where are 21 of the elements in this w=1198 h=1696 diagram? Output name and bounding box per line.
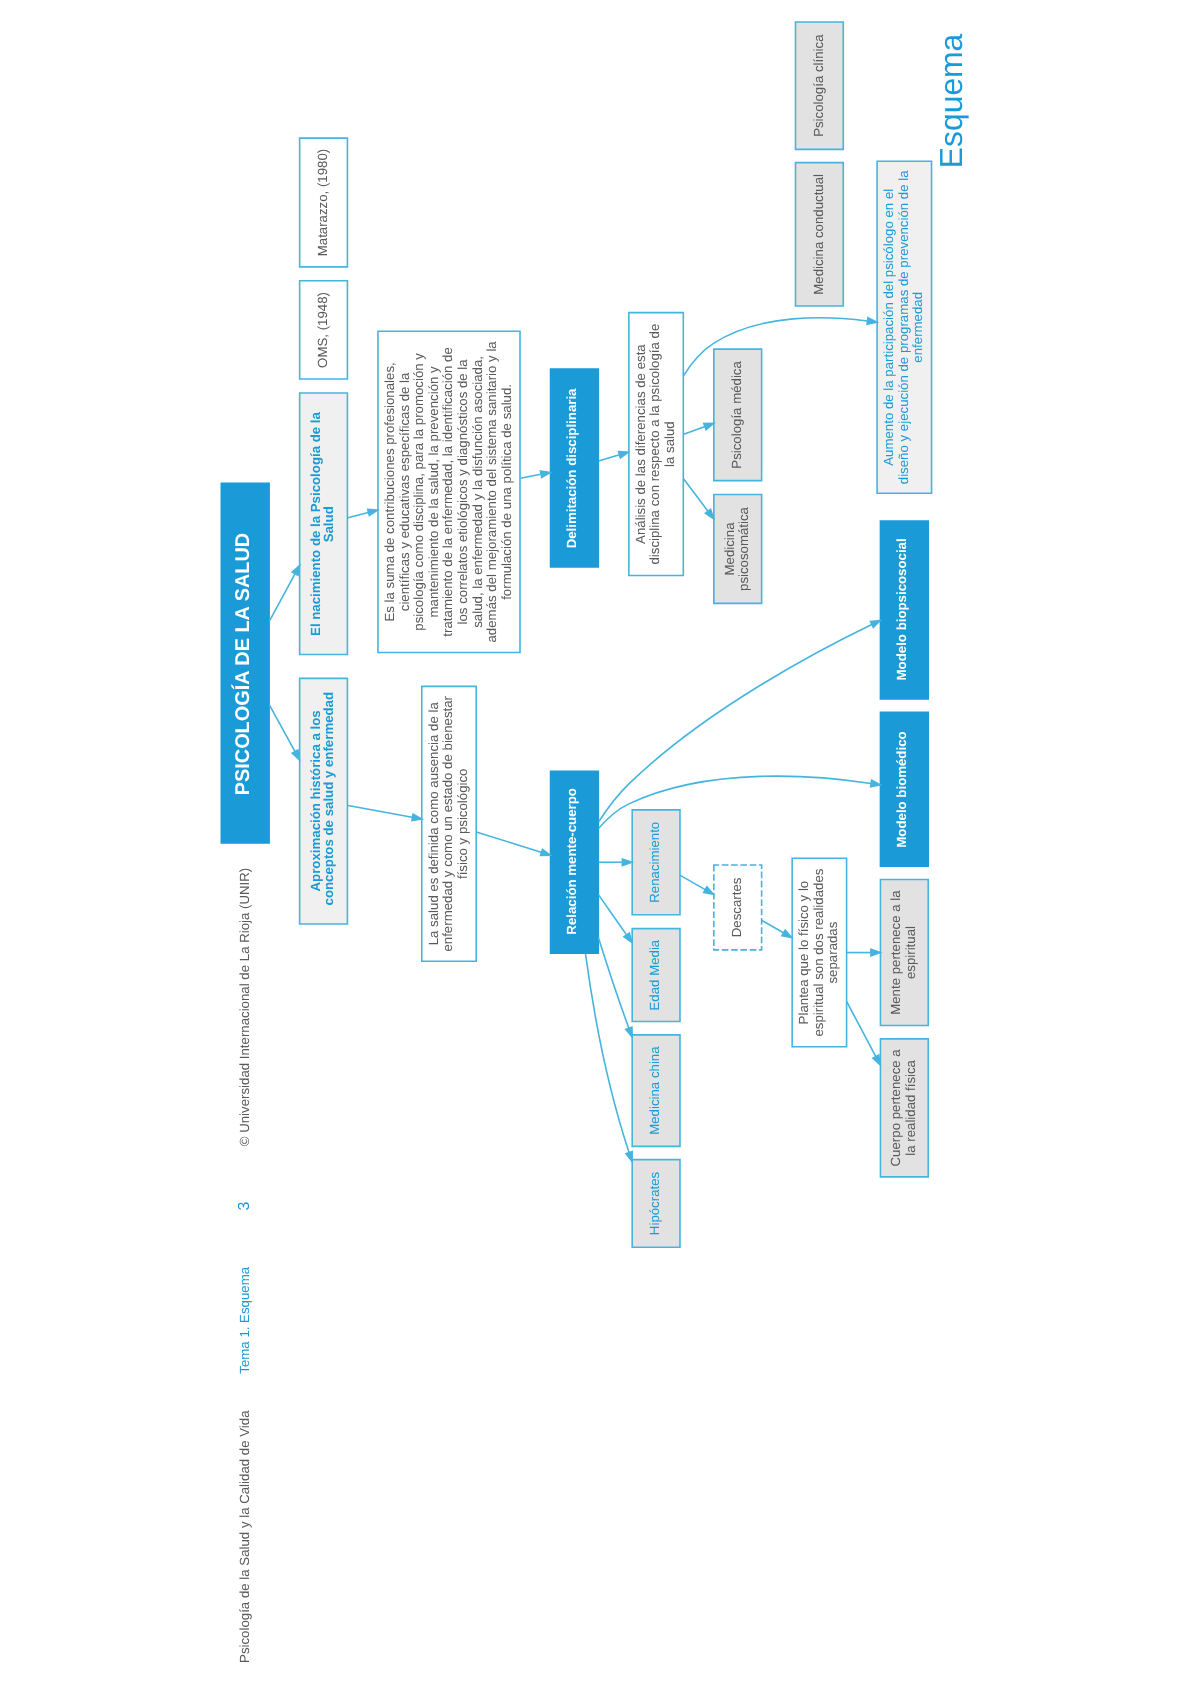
arrow	[597, 894, 634, 945]
arrow	[347, 508, 380, 519]
node-box: PSICOLOGÍA DE LA SALUD	[220, 482, 270, 844]
arrow	[597, 936, 633, 1040]
arrow	[519, 470, 553, 480]
diagram-title: Esquema	[936, 33, 971, 169]
arrow	[597, 619, 883, 823]
arrow	[679, 874, 716, 896]
arrow	[682, 478, 716, 521]
arrow	[845, 948, 883, 957]
arrow	[682, 316, 880, 377]
arrow	[597, 857, 635, 867]
arrow	[475, 831, 553, 857]
arrow	[347, 804, 425, 822]
arrow	[597, 775, 883, 830]
arrow	[682, 422, 716, 436]
arrow	[584, 952, 633, 1164]
arrow	[268, 703, 301, 762]
arrow	[761, 919, 794, 939]
arrow	[597, 450, 631, 462]
arrow	[268, 563, 301, 623]
